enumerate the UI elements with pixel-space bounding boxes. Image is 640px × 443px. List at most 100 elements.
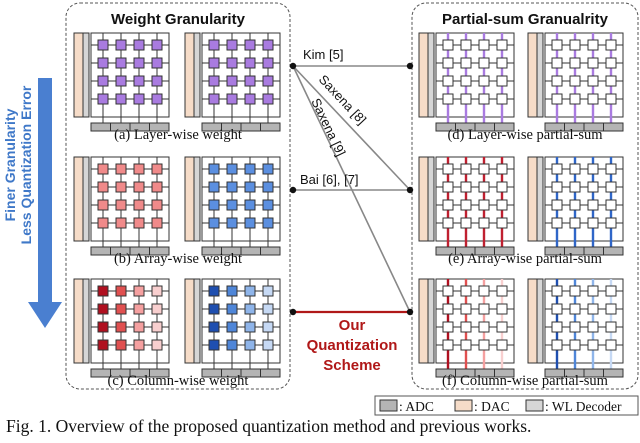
memory-cell: [97, 217, 109, 229]
memory-cell: [151, 199, 163, 211]
arrow-label-error: Less Quantization Error: [18, 85, 34, 244]
memory-cell: [460, 321, 472, 333]
memory-cell: [442, 217, 454, 229]
arrow-shaft: [38, 78, 52, 310]
memory-cell: [496, 303, 508, 315]
memory-cell: [151, 321, 163, 333]
weight-panel-frame: [65, 2, 291, 390]
memory-cell: [262, 181, 274, 193]
memory-cell: [226, 321, 238, 333]
memory-cell: [97, 39, 109, 51]
memory-cell: [551, 57, 563, 69]
memory-cell: [442, 75, 454, 87]
wl-decoder-block: [536, 32, 544, 118]
wl-decoder-block: [427, 278, 435, 364]
memory-cell: [569, 321, 581, 333]
memory-cell: [151, 217, 163, 229]
memory-cell: [262, 57, 274, 69]
memory-cell: [605, 199, 617, 211]
memory-cell: [478, 321, 490, 333]
memory-cell: [496, 39, 508, 51]
memory-cell: [460, 285, 472, 297]
memory-cell: [226, 217, 238, 229]
memory-cell: [133, 93, 145, 105]
memory-cell: [460, 39, 472, 51]
memory-cell: [605, 181, 617, 193]
memory-cell: [97, 163, 109, 175]
memory-cell: [97, 339, 109, 351]
memory-cell: [226, 163, 238, 175]
memory-cell: [478, 285, 490, 297]
bai-label: Bai [6], [7]: [300, 172, 359, 187]
memory-cell: [605, 303, 617, 315]
memory-cell: [587, 303, 599, 315]
dac-block: [527, 156, 538, 242]
memory-cell: [569, 57, 581, 69]
legend-adc-label: : ADC: [399, 399, 434, 414]
memory-cell: [133, 339, 145, 351]
memory-cell: [97, 181, 109, 193]
memory-cell: [605, 285, 617, 297]
memory-cell: [605, 339, 617, 351]
memory-cell: [551, 321, 563, 333]
memory-cell: [460, 303, 472, 315]
memory-cell: [115, 39, 127, 51]
layer-wise-weight-array: [73, 32, 170, 132]
array-wise-weight-array: [184, 156, 281, 256]
legend: : ADC : DAC : WL Decoder: [374, 395, 639, 416]
wl-decoder-block: [427, 156, 435, 242]
memory-cell: [551, 303, 563, 315]
memory-cell: [244, 199, 256, 211]
crossbar-arrays: [73, 32, 624, 378]
memory-cell: [587, 181, 599, 193]
wl-decoder-block: [82, 278, 90, 364]
memory-cell: [478, 217, 490, 229]
memory-cell: [569, 163, 581, 175]
memory-cell: [244, 339, 256, 351]
memory-cell: [442, 181, 454, 193]
column-wise-partial-sum-array: [418, 278, 515, 378]
memory-cell: [460, 339, 472, 351]
wl-decoder-block: [536, 278, 544, 364]
memory-cell: [244, 303, 256, 315]
memory-cell: [496, 57, 508, 69]
memory-cell: [478, 339, 490, 351]
wl-decoder-block: [427, 32, 435, 118]
memory-cell: [551, 39, 563, 51]
memory-cell: [244, 163, 256, 175]
legend-dac-label: : DAC: [474, 399, 510, 414]
memory-cell: [208, 321, 220, 333]
memory-cell: [115, 57, 127, 69]
memory-cell: [133, 217, 145, 229]
memory-cell: [115, 199, 127, 211]
our-scheme-label-2: Quantization: [307, 337, 398, 354]
memory-cell: [226, 199, 238, 211]
column-wise-partial-sum-array: [527, 278, 624, 378]
memory-cell: [605, 321, 617, 333]
dac-block: [184, 156, 195, 242]
weight-panel-title: Weight Granularity: [111, 11, 246, 28]
memory-cell: [208, 39, 220, 51]
memory-cell: [244, 93, 256, 105]
memory-cell: [551, 339, 563, 351]
layer-wise-partial-sum-array: [527, 32, 624, 132]
memory-cell: [244, 57, 256, 69]
connection-lines: [289, 62, 414, 316]
dac-block: [418, 32, 429, 118]
memory-cell: [569, 217, 581, 229]
memory-cell: [208, 181, 220, 193]
memory-cell: [244, 181, 256, 193]
legend-wl-swatch: [525, 399, 544, 412]
memory-cell: [442, 39, 454, 51]
memory-cell: [133, 321, 145, 333]
memory-cell: [151, 285, 163, 297]
wl-decoder-block: [82, 32, 90, 118]
dac-block: [184, 278, 195, 364]
partial-panel-title: Partial-sum Granualrity: [442, 11, 609, 28]
node-c: [289, 308, 297, 316]
memory-cell: [115, 217, 127, 229]
memory-cell: [133, 285, 145, 297]
memory-cell: [569, 303, 581, 315]
memory-cell: [208, 57, 220, 69]
memory-cell: [208, 199, 220, 211]
